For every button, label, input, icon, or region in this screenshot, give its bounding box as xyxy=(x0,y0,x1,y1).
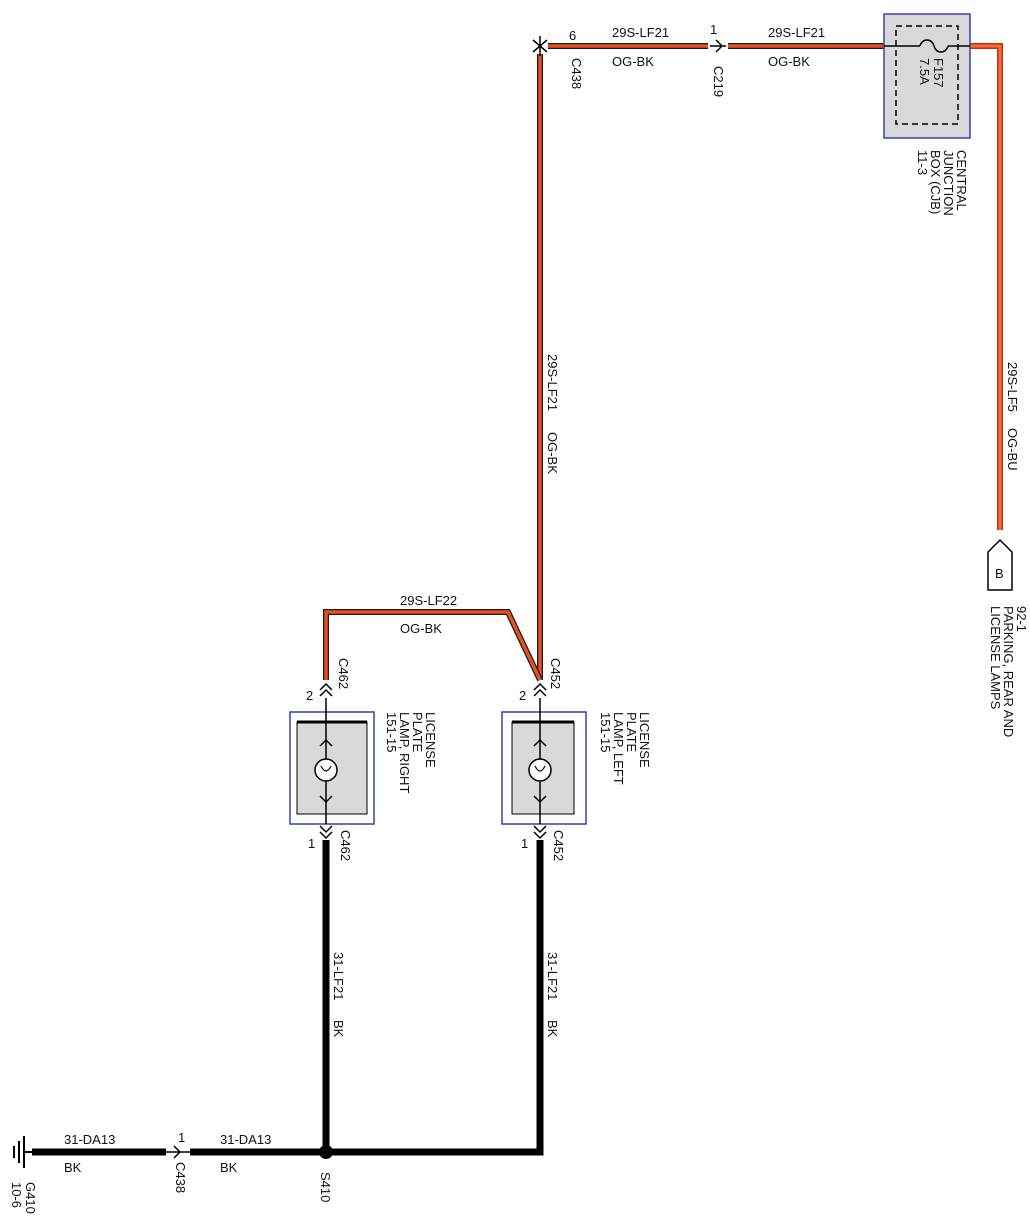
lamp-label: LAMP, RIGHT xyxy=(397,712,412,793)
wire-label-color: OG-BK xyxy=(768,54,810,69)
lamp-label: LICENSE xyxy=(423,712,438,768)
splice-s410[interactable] xyxy=(319,1145,333,1159)
fuse-icon xyxy=(884,39,970,53)
pin-number: 2 xyxy=(519,688,526,703)
power-wires xyxy=(323,43,1003,682)
offpage-label: LICENSE LAMPS xyxy=(988,606,1003,710)
offpage-ref: 92-1 xyxy=(1014,606,1029,632)
ground-ref: 10-6 xyxy=(9,1182,24,1208)
connector-c452-bottom[interactable] xyxy=(532,824,548,840)
bulb-icon xyxy=(314,758,338,782)
connector-name: C452 xyxy=(548,658,563,689)
wire-label-color: BK xyxy=(64,1160,82,1175)
connector-name: C462 xyxy=(336,658,351,689)
lamp-left[interactable] xyxy=(501,698,587,825)
lamp-label: LAMP, LEFT xyxy=(611,712,626,785)
wire-label-color: OG-BU xyxy=(1005,428,1020,471)
fuse-rating: 7.5A xyxy=(917,58,932,85)
wire-label-color: OG-BK xyxy=(400,621,442,636)
lamp-label: PLATE xyxy=(410,712,425,753)
pin-number: 1 xyxy=(178,1130,185,1145)
wire-label-color: BK xyxy=(220,1160,238,1175)
wire-ground-left-lamp[interactable] xyxy=(326,840,544,1156)
pin-number: 1 xyxy=(521,836,528,851)
offpage-label: PARKING, REAR AND xyxy=(1001,606,1016,737)
wire-label-color: OG-BK xyxy=(612,54,654,69)
cjb-label: 11-3 xyxy=(915,150,930,175)
ground-wires xyxy=(32,840,544,1156)
connector-c452-top[interactable] xyxy=(532,682,548,698)
fuse-name: F157 xyxy=(931,58,946,88)
lamp-label: PLATE xyxy=(624,712,639,753)
connector-c438-top[interactable] xyxy=(532,36,548,56)
lamp-label: 151-15 xyxy=(384,712,399,752)
cjb-label: CENTRAL xyxy=(954,150,969,211)
ground-symbol-icon[interactable] xyxy=(13,1136,32,1168)
connector-name: C462 xyxy=(338,830,353,861)
wire-label-circuit: 31-DA13 xyxy=(220,1132,271,1147)
cjb-label: JUNCTION xyxy=(941,150,956,216)
connector-c438-bottom[interactable] xyxy=(166,1144,190,1160)
pin-number: 1 xyxy=(710,22,717,37)
connector-name: C438 xyxy=(569,58,584,89)
wire-label-circuit: 29S-LF21 xyxy=(545,354,560,411)
splice-name: S410 xyxy=(318,1172,333,1202)
wire-label-color: BK xyxy=(545,1020,560,1038)
wire-label-circuit: 31-LF21 xyxy=(331,952,346,1000)
wire-top-og-bk[interactable] xyxy=(537,43,890,680)
wire-label-circuit: 29S-LF22 xyxy=(400,593,457,608)
wire-label-circuit: 29S-LF21 xyxy=(612,25,669,40)
connector-name: C219 xyxy=(711,66,726,97)
wire-label-circuit: 31-LF21 xyxy=(545,952,560,1000)
wire-label-color: BK xyxy=(331,1020,346,1038)
lamp-label: LICENSE xyxy=(637,712,652,768)
connector-c462-bottom[interactable] xyxy=(318,824,334,840)
pin-number: 6 xyxy=(569,28,576,43)
connector-name: C438 xyxy=(173,1162,188,1193)
ground-name: G410 xyxy=(23,1182,38,1214)
cjb-label: BOX (CJB) xyxy=(928,150,943,214)
wire-label-circuit: 31-DA13 xyxy=(64,1132,115,1147)
pin-number: 2 xyxy=(306,688,313,703)
lamp-right[interactable] xyxy=(289,698,375,825)
offpage-pin: B xyxy=(995,566,1004,581)
connector-c219[interactable] xyxy=(708,38,728,54)
connector-c462-top[interactable] xyxy=(318,682,334,698)
lamp-label: 151-15 xyxy=(598,712,613,752)
central-junction-box[interactable] xyxy=(883,13,971,139)
bulb-icon xyxy=(528,758,552,782)
wire-label-circuit: 29S-LF5 xyxy=(1005,362,1020,412)
wire-label-circuit: 29S-LF21 xyxy=(768,25,825,40)
offpage-connector-b[interactable] xyxy=(987,538,1013,591)
connector-name: C452 xyxy=(551,830,566,861)
pin-number: 1 xyxy=(308,836,315,851)
wire-label-color: OG-BK xyxy=(545,432,560,474)
